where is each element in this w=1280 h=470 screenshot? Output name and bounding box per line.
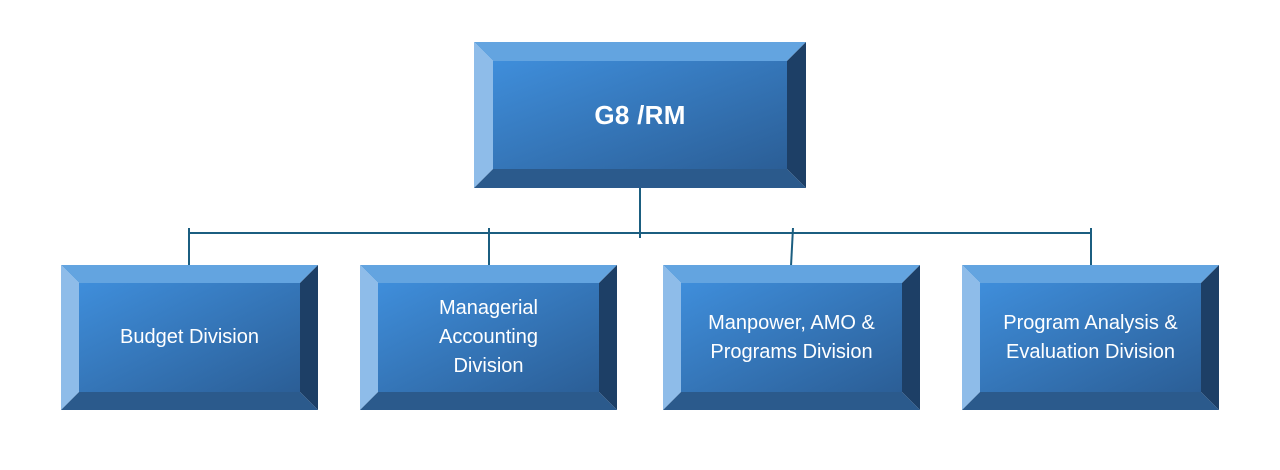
bevel-left — [61, 265, 79, 410]
bevel-bottom — [663, 392, 920, 410]
node-bevel-shape — [360, 265, 617, 410]
bevel-right — [902, 265, 920, 410]
node-label: Program Analysis & Evaluation Division — [1003, 311, 1178, 363]
bevel-right — [1201, 265, 1219, 410]
node-bevel-shape — [663, 265, 920, 410]
bevel-left — [360, 265, 378, 410]
connector-root-stem — [639, 169, 641, 238]
bevel-top — [61, 265, 318, 283]
node-bevel-shape — [61, 265, 318, 410]
connector-horizontal-bus — [188, 232, 1092, 234]
bevel-top — [663, 265, 920, 283]
bevel-bottom — [360, 392, 617, 410]
node-label: Managerial Accounting Division — [439, 297, 538, 377]
org-node-budget-division: Budget Division — [61, 265, 318, 410]
node-bevel-shape — [962, 265, 1219, 410]
org-node-root: G8 /RM — [474, 42, 806, 188]
bevel-top — [360, 265, 617, 283]
bevel-right — [599, 265, 617, 410]
connector-child-4 — [1090, 228, 1092, 266]
bevel-left — [663, 265, 681, 410]
bevel-left — [962, 265, 980, 410]
bevel-left — [474, 42, 493, 188]
bevel-top — [474, 42, 806, 61]
node-label: G8 /RM — [594, 99, 686, 130]
node-label: Manpower, AMO & Programs Division — [708, 311, 875, 363]
bevel-bottom — [61, 392, 318, 410]
node-face — [681, 283, 902, 392]
org-node-manpower-amo-programs-division: Manpower, AMO & Programs Division — [663, 265, 920, 410]
bevel-right — [787, 42, 806, 188]
connector-child-2 — [488, 228, 490, 266]
node-face — [493, 61, 787, 169]
bevel-right — [300, 265, 318, 410]
bevel-bottom — [474, 169, 806, 188]
node-face — [378, 283, 599, 392]
bevel-top — [962, 265, 1219, 283]
org-node-managerial-accounting-division: Managerial Accounting Division — [360, 265, 617, 410]
org-node-program-analysis-evaluation-division: Program Analysis & Evaluation Division — [962, 265, 1219, 410]
node-bevel-shape — [474, 42, 806, 188]
node-label: Budget Division — [120, 326, 259, 348]
bevel-bottom — [962, 392, 1219, 410]
node-face — [79, 283, 300, 392]
node-face — [980, 283, 1201, 392]
connector-child-1 — [188, 228, 190, 266]
